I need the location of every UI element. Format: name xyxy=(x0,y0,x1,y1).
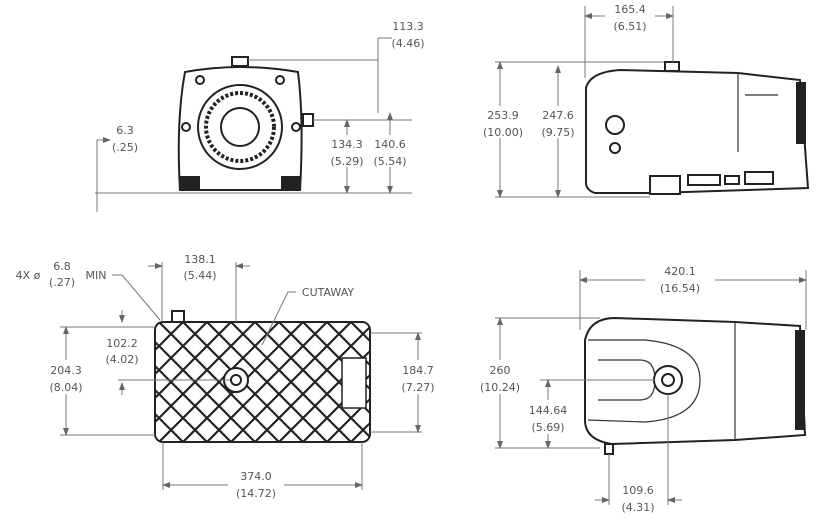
side-port xyxy=(302,113,314,127)
rib-line xyxy=(254,322,370,442)
rib-line xyxy=(155,322,184,442)
rib-line xyxy=(155,322,208,442)
dim-value: (8.04) xyxy=(49,381,82,394)
label-plate xyxy=(649,175,681,195)
dim-value: 374.0 xyxy=(240,470,272,483)
dim-value: (16.54) xyxy=(660,282,700,295)
bolt xyxy=(195,75,205,85)
connector xyxy=(687,174,721,186)
fan-hub xyxy=(220,107,260,147)
pump-body-side xyxy=(584,68,810,194)
dim-value: 204.3 xyxy=(50,364,82,377)
exhaust-stub xyxy=(604,443,614,455)
dim-value: 260 xyxy=(490,364,511,377)
foot-right xyxy=(281,176,301,190)
foot-left xyxy=(180,176,200,190)
vent-grille xyxy=(341,357,367,409)
bolt xyxy=(291,122,301,132)
dim-value: 184.7 xyxy=(402,364,434,377)
dim-value: 6.8 xyxy=(53,260,71,273)
front-view: 6.3 (.25) 113.3 (4.46) 134.3 (5.29) 140.… xyxy=(95,20,425,212)
side-port xyxy=(605,115,625,135)
dim-value: 420.1 xyxy=(664,265,696,278)
rib-line xyxy=(155,322,232,442)
hole-callout: 4X ø 6.8 (.27) MIN xyxy=(16,260,161,321)
top-view: 420.1 (16.54) 260 (10.24) 144.64 (5.69) … xyxy=(478,265,807,514)
rib-line xyxy=(278,322,370,442)
dim-value: (5.44) xyxy=(183,269,216,282)
rib-line xyxy=(206,322,328,442)
side-view: 165.4 (6.51) 253.9 (10.00) 247.6 (9.75) xyxy=(478,3,810,198)
dim-value: (10.24) xyxy=(480,381,520,394)
dim-value: (.27) xyxy=(49,276,75,289)
rib-line xyxy=(155,322,208,442)
dim-value: 113.3 xyxy=(392,20,424,33)
dim-value: (7.27) xyxy=(401,381,434,394)
cooling-fins xyxy=(795,330,805,430)
dim-value: 165.4 xyxy=(614,3,646,16)
power-switch xyxy=(744,171,774,185)
dim-value: (14.72) xyxy=(236,487,276,500)
dim-value: (5.54) xyxy=(373,155,406,168)
hole-suffix: MIN xyxy=(86,269,107,282)
dim-value: 140.6 xyxy=(374,138,406,151)
fan-grille xyxy=(204,91,276,163)
cutaway-leader xyxy=(261,291,296,346)
dim-value: (9.75) xyxy=(541,126,574,139)
hole-qty: 4X ø xyxy=(16,269,41,282)
inlet-stub xyxy=(171,310,185,323)
dim-value: (4.02) xyxy=(105,353,138,366)
dim-value: 247.6 xyxy=(542,109,574,122)
pump-body-top xyxy=(584,316,807,446)
bottom-view: 138.1 (5.44) 4X ø 6.8 (.27) MIN CUTAWAY … xyxy=(16,253,438,500)
exhaust-outlet xyxy=(664,61,680,72)
rib-line xyxy=(326,322,370,442)
rib-line xyxy=(230,322,352,442)
dim-value: 253.9 xyxy=(487,109,519,122)
bolt xyxy=(275,75,285,85)
rib-line xyxy=(158,322,280,442)
dim-value: 109.6 xyxy=(622,484,654,497)
pump-base-bottom xyxy=(154,321,371,443)
dim-value: (6.51) xyxy=(613,20,646,33)
dim-value: 102.2 xyxy=(106,337,138,350)
dim-value: 144.64 xyxy=(529,404,568,417)
connector xyxy=(724,175,740,185)
cutaway-label: CUTAWAY xyxy=(302,286,354,299)
dim-value: 6.3 xyxy=(116,124,134,137)
rib-line xyxy=(326,322,370,442)
dim-value: (10.00) xyxy=(483,126,523,139)
dim-value: (4.31) xyxy=(621,501,654,514)
exhaust-outlet xyxy=(231,56,249,67)
dim-value: 134.3 xyxy=(331,138,363,151)
dim-value: (5.29) xyxy=(330,155,363,168)
rib-line xyxy=(155,322,184,442)
dim-value: 138.1 xyxy=(184,253,216,266)
fitting xyxy=(609,142,621,154)
dim-value: (5.69) xyxy=(531,421,564,434)
cooling-fins xyxy=(796,82,806,144)
dim-value: (4.46) xyxy=(391,37,424,50)
dim-value: (.25) xyxy=(112,141,138,154)
bolt xyxy=(181,122,191,132)
rib-line xyxy=(155,322,256,442)
